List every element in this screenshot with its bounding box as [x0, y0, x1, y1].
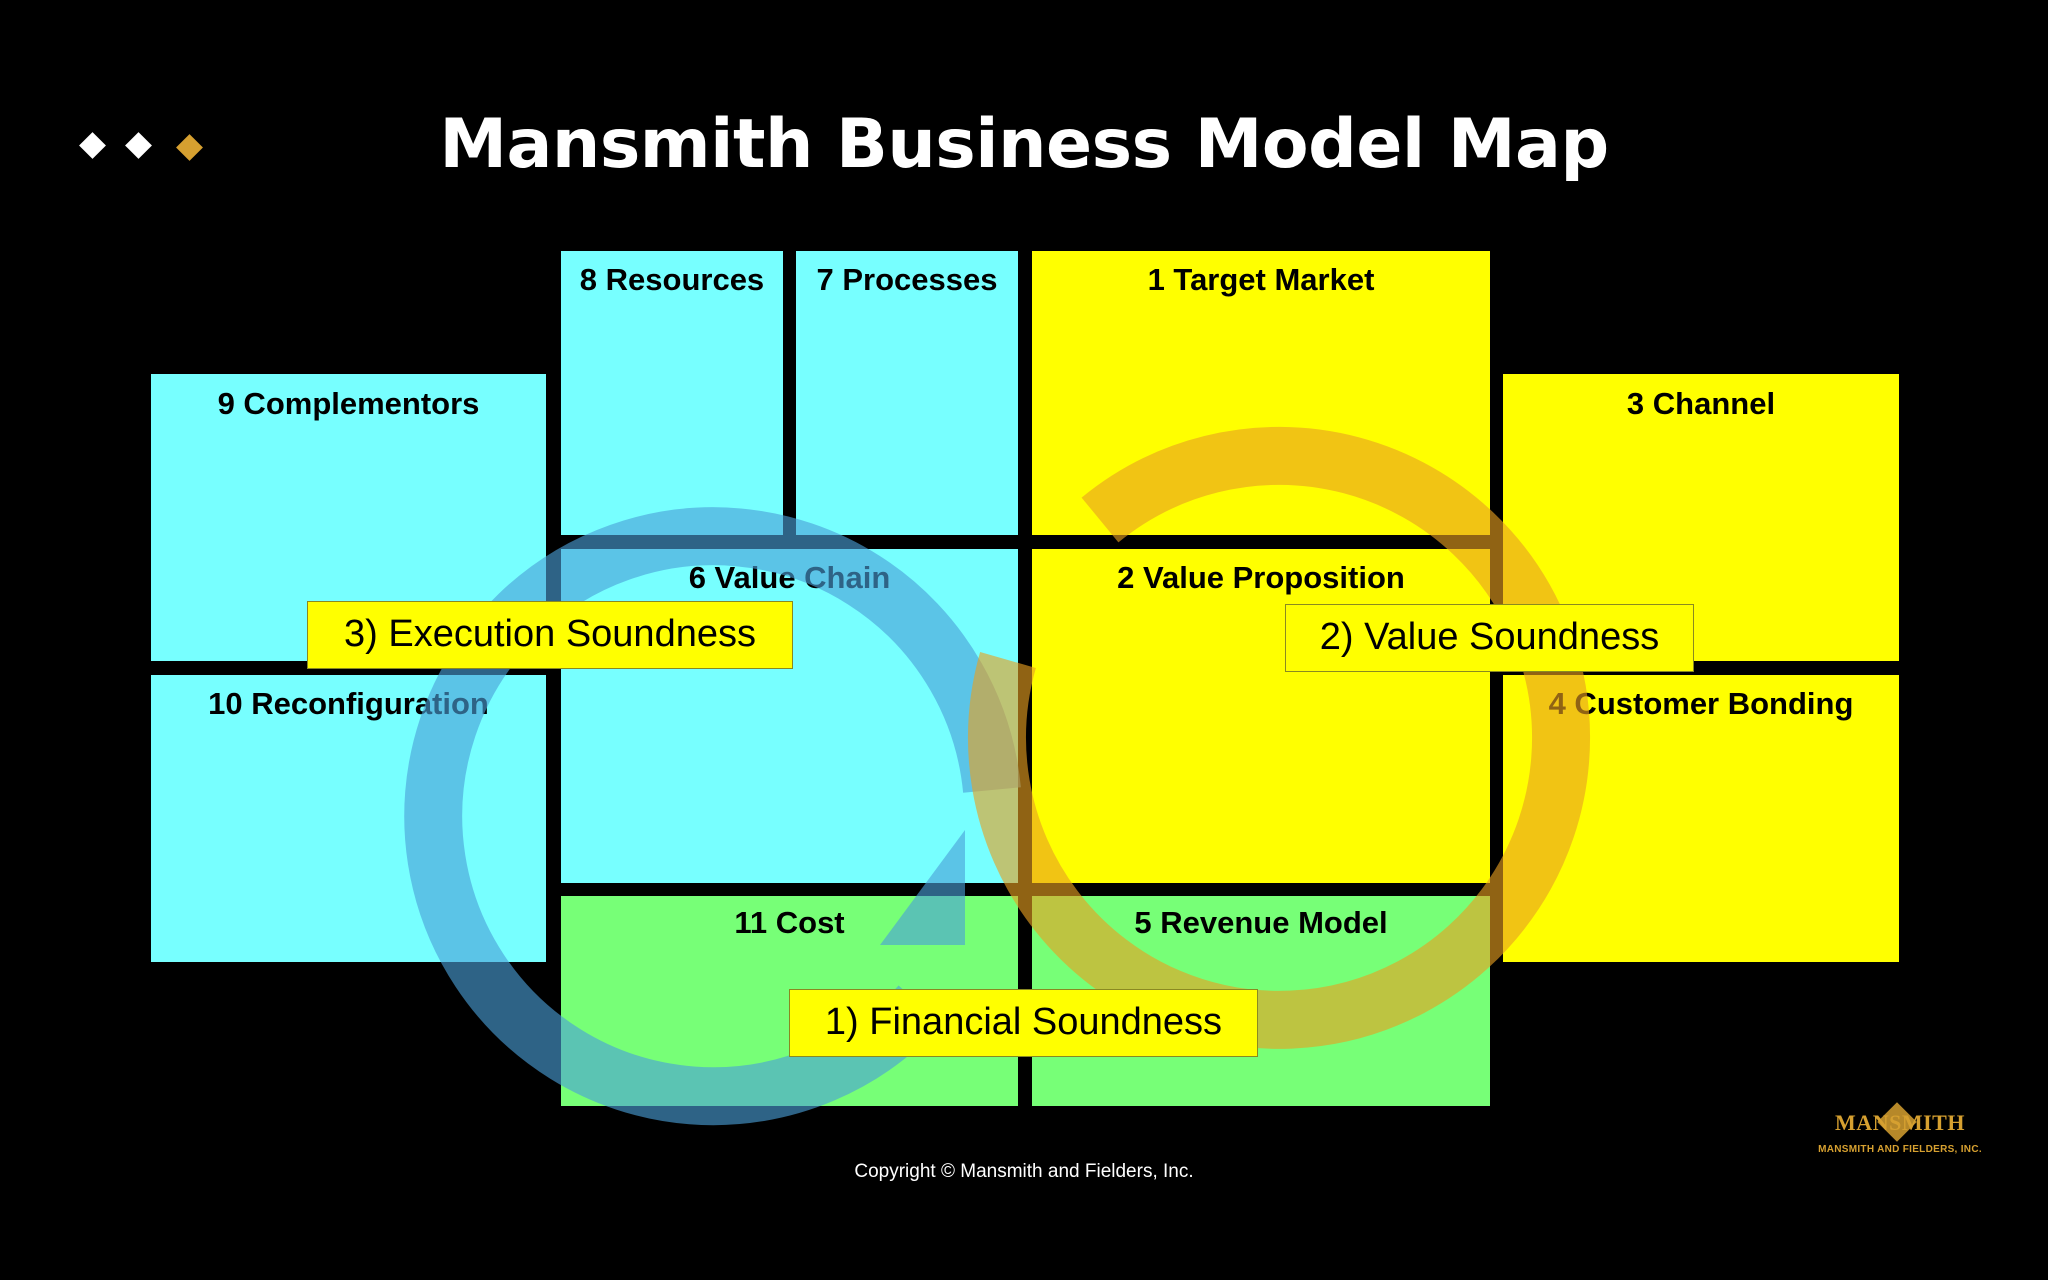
logo-wordmark: MANSMITH	[1835, 1110, 1965, 1135]
block-label: 3 Channel	[1626, 386, 1776, 421]
block-resources: 8 Resources	[561, 251, 783, 535]
copyright-text: Copyright © Mansmith and Fielders, Inc.	[854, 1161, 1194, 1182]
block-customer-bonding: 4 Customer Bonding	[1503, 675, 1899, 962]
diamond-bullets	[70, 128, 220, 168]
white-diamond-icon	[125, 132, 152, 159]
gold-diamond-icon	[176, 134, 203, 161]
block-label: 9 Complementors	[217, 386, 480, 421]
callout-value-soundness: 2) Value Soundness	[1285, 604, 1694, 672]
block-label: 8 Resources	[579, 262, 765, 297]
page-title: Mansmith Business Model Map	[439, 105, 1609, 184]
callout-financial-soundness: 1) Financial Soundness	[789, 989, 1258, 1057]
block-label: 4 Customer Bonding	[1548, 686, 1854, 721]
block-processes: 7 Processes	[796, 251, 1018, 535]
block-reconfiguration: 10 Reconfiguration	[151, 675, 546, 962]
block-target-market: 1 Target Market	[1032, 251, 1490, 535]
block-label: 2 Value Proposition	[1117, 560, 1405, 595]
block-label: 7 Processes	[816, 262, 998, 297]
mansmith-logo: MANSMITH MANSMITH AND FIELDERS, INC.	[1800, 1095, 2000, 1165]
block-value-proposition: 2 Value Proposition	[1032, 549, 1490, 883]
block-label: 1 Target Market	[1147, 262, 1375, 297]
block-value-chain: 6 Value Chain	[561, 549, 1018, 883]
block-label: 10 Reconfiguration	[208, 686, 489, 721]
block-label: 11 Cost	[734, 905, 845, 940]
white-diamond-icon	[79, 132, 106, 159]
callout-execution-soundness: 3) Execution Soundness	[307, 601, 793, 669]
block-label: 6 Value Chain	[688, 560, 891, 595]
logo-subtitle: MANSMITH AND FIELDERS, INC.	[1818, 1144, 1982, 1155]
block-label: 5 Revenue Model	[1134, 905, 1388, 940]
